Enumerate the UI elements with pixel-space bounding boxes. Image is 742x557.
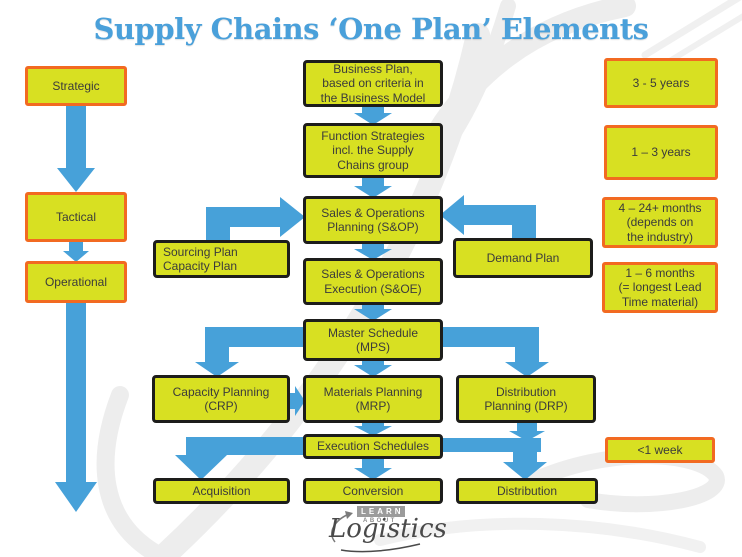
arrow-mps-to-drp — [442, 327, 549, 377]
arrow-sourcing-to-sop — [206, 197, 305, 241]
business-plan-box: Business Plan, based on criteria in the … — [303, 60, 443, 107]
logo-learn-text: LEARN — [357, 506, 405, 517]
function-strategies-box: Function Strategies incl. the Supply Cha… — [303, 123, 443, 178]
arrow-execution-to-conversion — [354, 456, 392, 480]
arrow-tactical-to-operational — [63, 242, 89, 262]
arrow-soe-to-mps — [354, 302, 392, 321]
conversion-box: Conversion — [303, 478, 443, 504]
arrow-mps-to-mrp — [354, 359, 392, 377]
demand-plan-box: Demand Plan — [453, 238, 593, 278]
arrow-sop-to-soe — [354, 242, 392, 260]
logo-swoosh-icon — [331, 511, 421, 553]
arrow-functions-to-sop — [354, 176, 392, 198]
crp-box: Capacity Planning (CRP) — [152, 375, 290, 423]
arrow-strategic-to-tactical — [57, 106, 95, 192]
arrow-crp-to-mrp — [287, 386, 305, 416]
sourcing-capacity-plan-box: Sourcing Plan Capacity Plan — [153, 240, 290, 278]
arrow-operational-down — [55, 303, 97, 512]
mps-box: Master Schedule (MPS) — [303, 319, 443, 361]
strategic-box: Strategic — [25, 66, 127, 106]
timeframe-3-5-years-box: 3 - 5 years — [604, 58, 718, 108]
sop-box: Sales & Operations Planning (S&OP) — [303, 196, 443, 244]
soe-box: Sales & Operations Execution (S&OE) — [303, 258, 443, 305]
execution-schedules-box: Execution Schedules — [303, 434, 443, 459]
timeframe-1-week-box: <1 week — [605, 437, 715, 463]
learn-about-logistics-logo: LEARN ABOUT Logistics — [325, 502, 475, 556]
mrp-box: Materials Planning (MRP) — [303, 375, 443, 423]
timeframe-1-3-years-box: 1 – 3 years — [604, 125, 718, 180]
acquisition-box: Acquisition — [153, 478, 290, 504]
arrow-execution-to-distribution — [442, 438, 547, 480]
logo-about-text: ABOUT — [363, 518, 397, 524]
logo-logistics-text: Logistics — [329, 514, 447, 544]
operational-box: Operational — [25, 261, 127, 303]
arrow-mps-to-crp — [195, 327, 304, 377]
arrow-execution-to-acquisition — [175, 437, 304, 480]
distribution-box: Distribution — [456, 478, 598, 504]
drp-box: Distribution Planning (DRP) — [456, 375, 596, 423]
timeframe-4-24-months-box: 4 – 24+ months (depends on the industry) — [602, 197, 718, 248]
tactical-box: Tactical — [25, 192, 127, 242]
arrow-businessplan-to-functions — [354, 105, 392, 125]
timeframe-1-6-months-box: 1 – 6 months (= longest Lead Time materi… — [602, 262, 718, 313]
arrow-mrp-to-execution — [354, 420, 392, 436]
arrow-demand-to-sop — [440, 195, 536, 239]
page-title: Supply Chains ‘One Plan’ Elements — [93, 12, 649, 46]
arrow-drp-down — [509, 421, 545, 441]
